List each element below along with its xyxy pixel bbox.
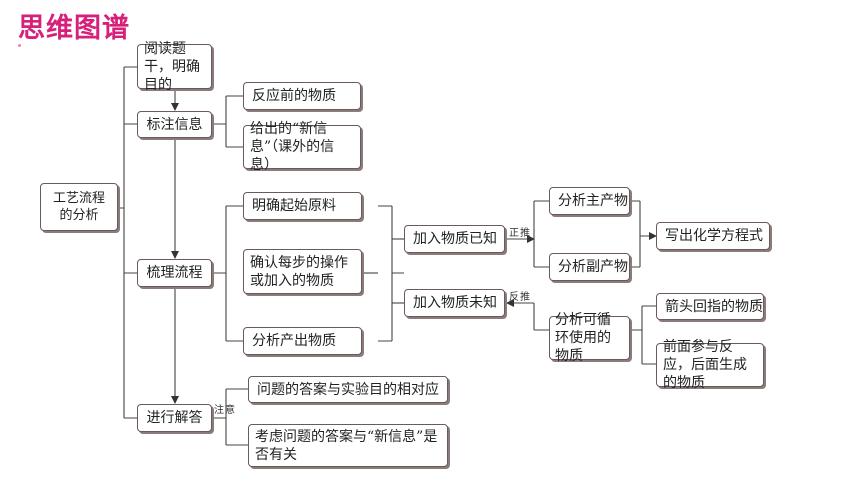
stage3-item-1-label: 明确起始原料 [252,198,336,214]
by-product-node-label: 分析副产物 [558,259,628,275]
stage1-node-label: 阅读题干，明确目的 [144,40,200,93]
root-node-label: 工艺流程的分析 [52,191,105,223]
stage3-node: 梳理流程 [137,259,212,287]
main-product-node: 分析主产物 [549,187,630,215]
recyclable-node-label: 分析可循环使用的物质 [555,312,611,364]
stage2-item-1: 反应前的物质 [243,82,361,110]
known-node-label: 加入物质已知 [413,231,497,247]
root-node: 工艺流程的分析 [40,183,118,231]
forward-label: 正推 [509,228,531,239]
recyclable-item-2: 前面参与反应，后面生成的物质 [656,339,764,391]
stage2-node: 标注信息 [137,111,212,138]
recyclable-item-1: 箭头回指的物质 [656,293,764,320]
equation-node: 写出化学方程式 [656,222,770,250]
by-product-node: 分析副产物 [549,253,630,281]
recyclable-item-1-label: 箭头回指的物质 [665,298,763,315]
note-label: 注意 [214,405,236,416]
known-node: 加入物质已知 [404,225,505,253]
reverse-label: 反推 [509,292,531,303]
stage3-node-label: 梳理流程 [146,265,203,281]
unknown-node: 加入物质未知 [404,289,505,317]
stage3-item-3: 分析产出物质 [243,327,362,355]
main-product-node-label: 分析主产物 [558,193,628,209]
stage4-node-label: 进行解答 [146,410,203,426]
equation-node-label: 写出化学方程式 [665,228,763,244]
stage3-item-1: 明确起始原料 [243,192,362,220]
stage2-node-label: 标注信息 [146,116,203,133]
stage4-item-2: 考虑问题的答案与“新信息”是否有关 [248,424,448,467]
stage2-item-1-label: 反应前的物质 [252,88,336,104]
unknown-node-label: 加入物质未知 [413,295,497,311]
stage2-item-2-label: 给出的“新信息”（课外的信息） [250,121,335,173]
stage3-item-3-label: 分析产出物质 [252,333,336,349]
recyclable-node: 分析可循环使用的物质 [549,312,630,364]
recyclable-item-2-label: 前面参与反应，后面生成的物质 [663,339,747,391]
stage3-item-2-label: 确认每步的操作或加入的物质 [250,254,348,289]
stage3-item-2: 确认每步的操作或加入的物质 [243,249,362,294]
stage1-node: 阅读题干，明确目的 [137,41,212,93]
page-title: 思维图谱 [18,13,130,44]
stage4-node: 进行解答 [137,404,212,432]
decorative-dot [18,44,21,47]
stage4-item-2-label: 考虑问题的答案与“新信息”是否有关 [255,428,438,463]
stage4-item-1-label: 问题的答案与实验目的相对应 [257,381,439,398]
stage2-item-2: 给出的“新信息”（课外的信息） [243,121,361,173]
stage4-item-1: 问题的答案与实验目的相对应 [248,376,448,403]
